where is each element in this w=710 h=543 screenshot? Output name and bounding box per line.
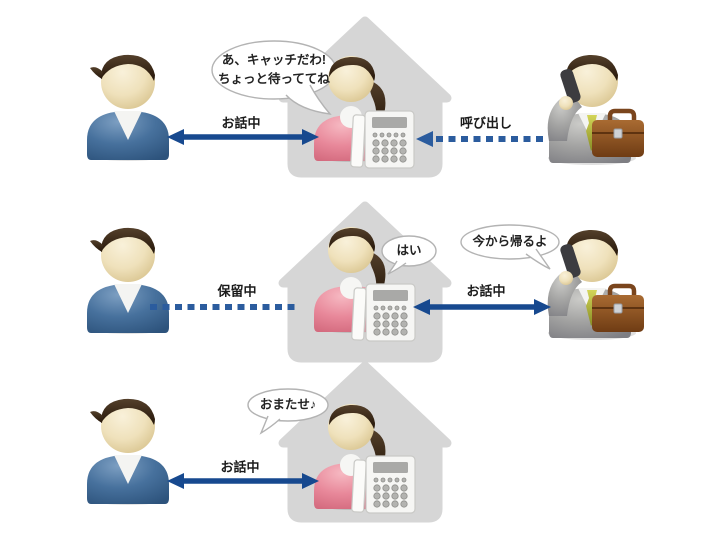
row1-businessman-icon	[548, 55, 644, 165]
row1-talk-double-arrow	[167, 129, 319, 145]
row1-caller-person-icon	[87, 54, 169, 162]
row2-home-bubble-text: はい	[396, 243, 422, 258]
row2-left-link-label: 保留中	[217, 283, 257, 299]
row1-phone-icon	[350, 110, 415, 169]
row1-home-bubble-line2: ちょっと待っててね	[218, 72, 330, 86]
row1-home-bubble-text: あ、キャッチだわ! ちょっと待っててね	[218, 51, 330, 89]
row2-talk-double-arrow	[413, 299, 551, 315]
row2-caller-bubble	[460, 224, 560, 270]
row3-talk-double-arrow	[167, 473, 319, 489]
row2-caller-person-icon	[87, 227, 169, 334]
row1-right-link-label: 呼び出し	[459, 115, 513, 131]
row3-caller-person-icon	[87, 398, 169, 505]
row2-caller-bubble-text: 今から帰るよ	[472, 234, 548, 249]
row2-businessman-icon	[548, 230, 644, 340]
row2-house-icon	[283, 206, 447, 358]
row2-right-link-label: お話中	[466, 283, 506, 299]
row3-home-bubble-text: おまたせ♪	[259, 397, 317, 412]
row1-home-bubble-line1: あ、キャッチだわ!	[221, 53, 327, 67]
row2-home-bubble	[381, 235, 437, 275]
row3-phone-icon	[351, 455, 416, 514]
row3-left-link-label: お話中	[220, 459, 260, 475]
row3-home-bubble	[247, 388, 329, 435]
row2-phone-icon	[351, 283, 416, 342]
row1-incoming-dashed-arrow	[416, 131, 546, 147]
row1-left-link-label: お話中	[221, 115, 261, 131]
